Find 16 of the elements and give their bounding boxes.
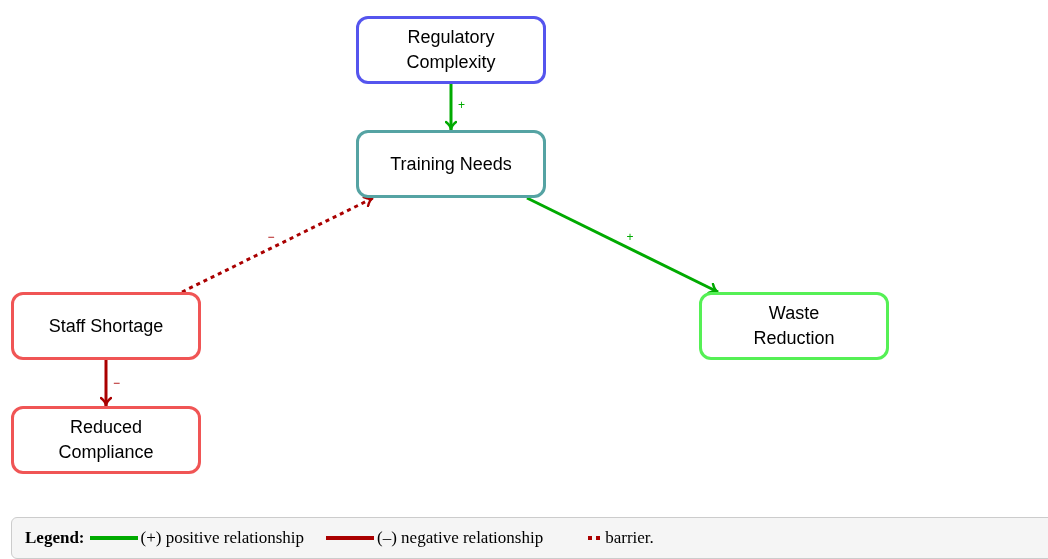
node-label: Regulatory Complexity xyxy=(405,26,497,74)
edge-label: + xyxy=(458,99,465,111)
edge-label: + xyxy=(626,231,634,243)
process-box xyxy=(11,292,201,360)
node-label: Staff Shortage xyxy=(48,314,164,338)
process-box xyxy=(356,130,546,198)
process-box xyxy=(356,16,546,84)
legend-text: barrier. xyxy=(605,527,654,550)
process-box xyxy=(11,406,201,474)
node-label: Waste Reduction xyxy=(752,302,836,350)
legend-text: (+) positive relationship xyxy=(140,527,304,550)
node-label: Training Needs xyxy=(390,152,512,176)
process-box xyxy=(699,292,889,360)
legend-text: (–) negative relationship xyxy=(377,527,544,550)
node-label: Reduced Compliance xyxy=(57,416,155,464)
legend-title: Legend: xyxy=(25,527,85,550)
